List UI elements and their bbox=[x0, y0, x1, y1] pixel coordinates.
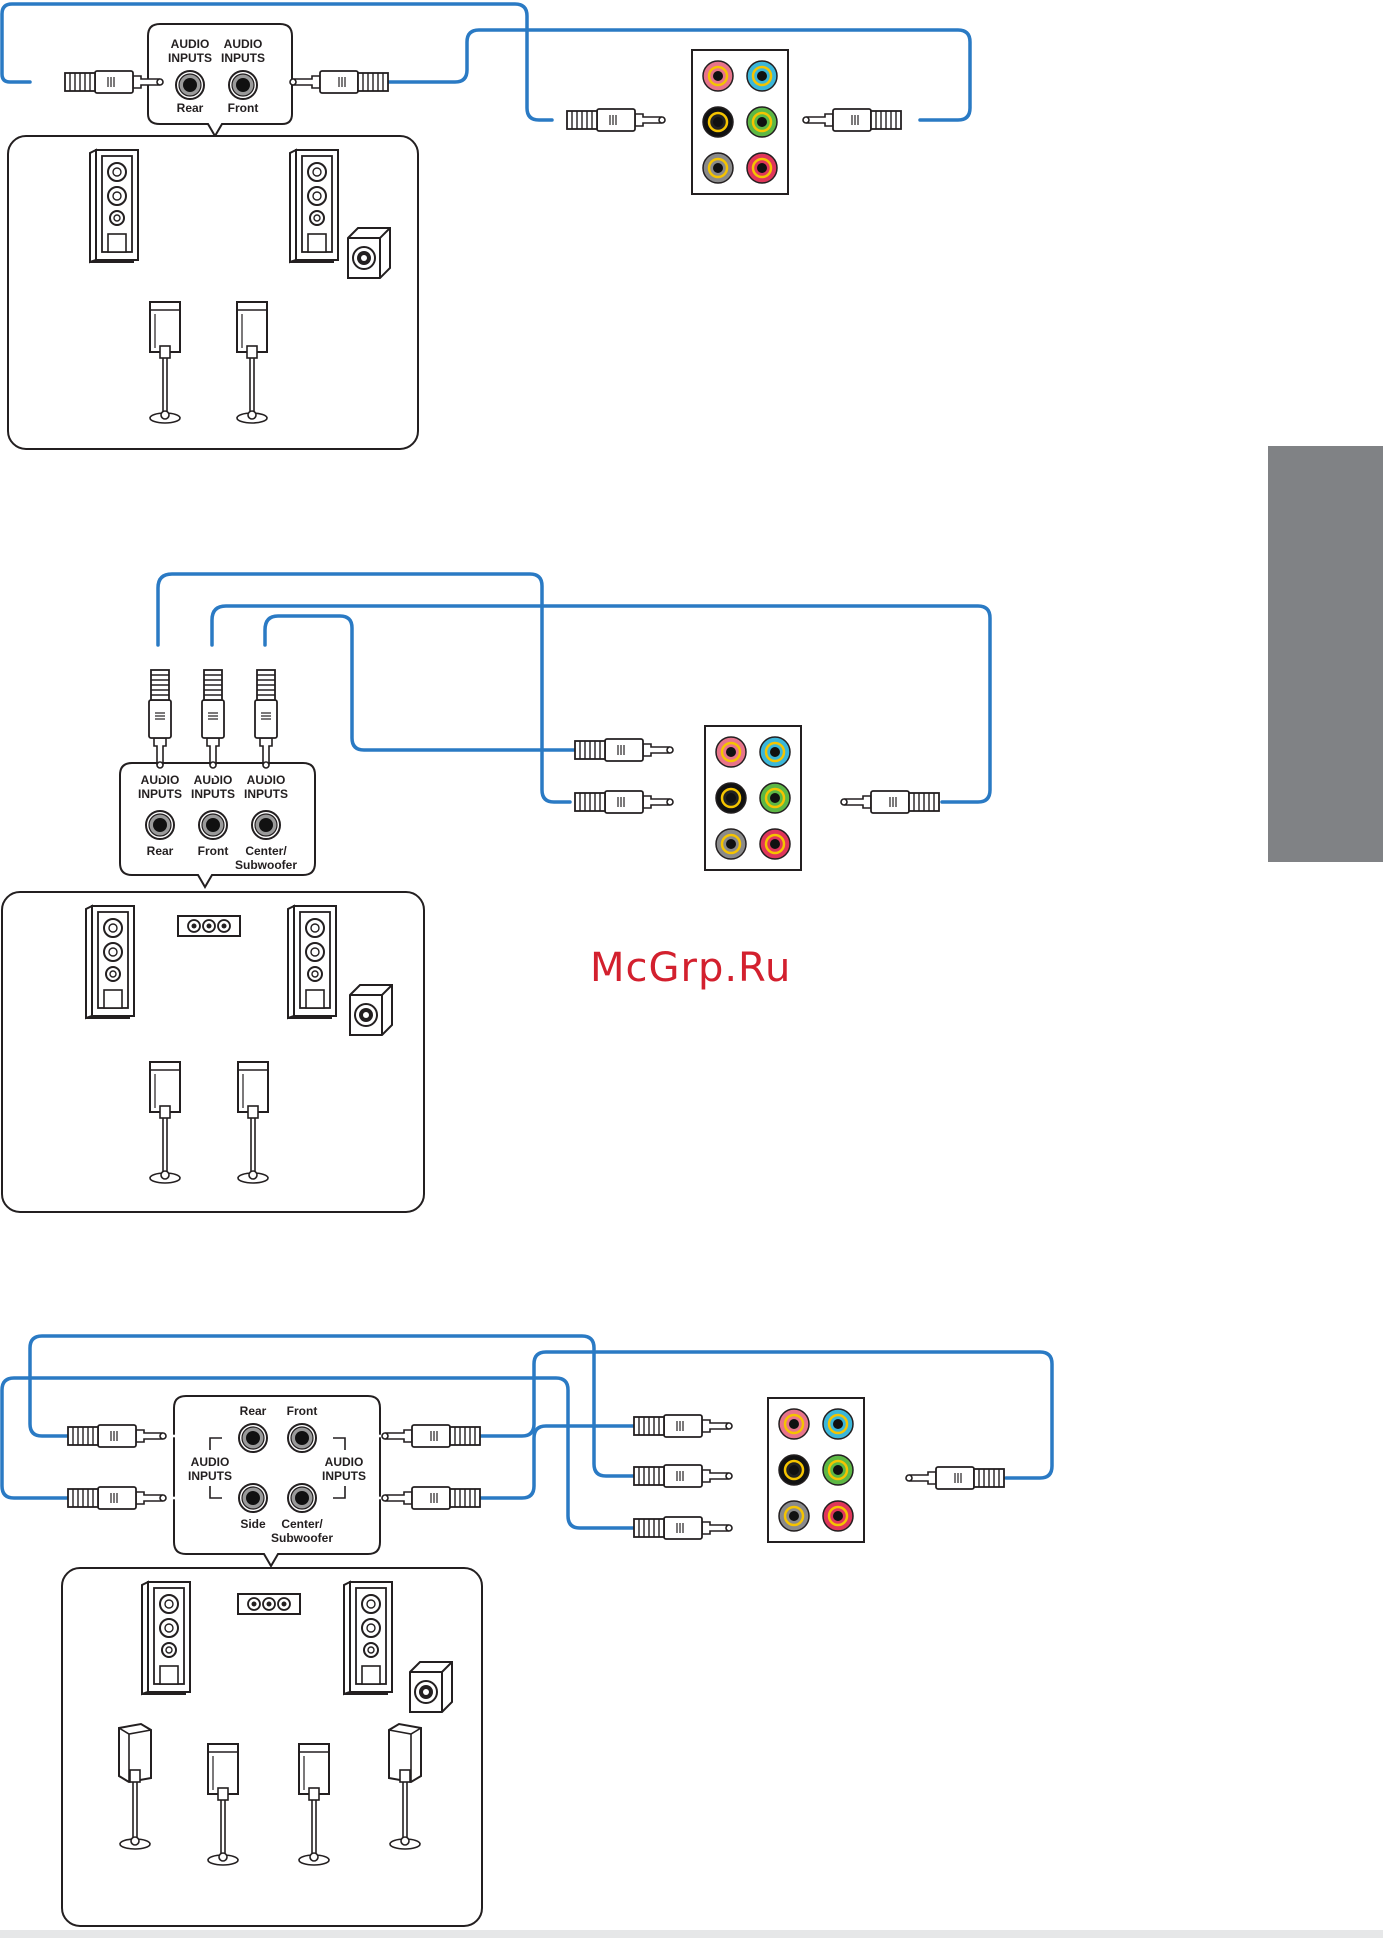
audio-jack-icon bbox=[703, 153, 733, 183]
center-speaker-icon bbox=[238, 1594, 300, 1614]
audio-jack-icon bbox=[779, 1409, 809, 1439]
jack-label-side: Side bbox=[240, 1517, 266, 1531]
audio-jack-icon bbox=[747, 61, 777, 91]
audio-plug-icon bbox=[567, 109, 675, 131]
jack-label-front: Front bbox=[198, 844, 229, 858]
audio-plug-icon bbox=[255, 670, 277, 778]
audio-plug-icon bbox=[575, 739, 683, 761]
audio-jack-icon bbox=[760, 783, 790, 813]
speaker-tower-icon bbox=[290, 150, 338, 262]
speaker-tower-icon bbox=[288, 906, 336, 1018]
cable bbox=[387, 30, 970, 120]
rear-io-panel bbox=[768, 1398, 864, 1542]
speaker-tower-icon bbox=[86, 906, 134, 1018]
audio-plug-icon bbox=[372, 1425, 480, 1447]
speaker-tower-icon bbox=[90, 150, 138, 262]
audio-plug-icon bbox=[280, 71, 388, 93]
subwoofer-icon bbox=[348, 228, 390, 278]
audio-plug-icon bbox=[68, 1487, 176, 1509]
audio-plug-icon bbox=[149, 670, 171, 778]
audio-plug-icon bbox=[575, 791, 683, 813]
audio-jack-icon bbox=[779, 1501, 809, 1531]
front-audio-panel bbox=[148, 24, 292, 136]
cable bbox=[480, 1352, 1052, 1478]
speaker-area bbox=[2, 892, 424, 1212]
audio-jack-icon bbox=[716, 783, 746, 813]
audio-jack-icon bbox=[823, 1455, 853, 1485]
audio-jack-icon bbox=[747, 153, 777, 183]
audio-jack-icon bbox=[176, 71, 204, 99]
audio-jack-icon bbox=[252, 811, 280, 839]
speaker-tower-icon bbox=[142, 1582, 190, 1694]
audio-jack-icon bbox=[229, 71, 257, 99]
audio-plug-icon bbox=[634, 1415, 742, 1437]
audio-plug-icon bbox=[372, 1487, 480, 1509]
audio-plug-icon bbox=[831, 791, 939, 813]
audio-jack-icon bbox=[239, 1424, 267, 1452]
audio-plug-icon bbox=[202, 670, 224, 778]
audio-plug-icon bbox=[634, 1465, 742, 1487]
audio-jack-icon bbox=[288, 1484, 316, 1512]
jack-label-rear: Rear bbox=[177, 101, 204, 115]
center-speaker-icon bbox=[178, 916, 240, 936]
audio-jack-icon bbox=[716, 829, 746, 859]
subwoofer-icon bbox=[410, 1662, 452, 1712]
audio-plug-icon bbox=[634, 1517, 742, 1539]
audio-jack-icon bbox=[199, 811, 227, 839]
audio-jack-icon bbox=[146, 811, 174, 839]
audio-jack-icon bbox=[239, 1484, 267, 1512]
speaker-area bbox=[8, 136, 418, 449]
rear-io-panel bbox=[705, 726, 801, 870]
jack-label-front: Front bbox=[287, 1404, 318, 1418]
audio-jack-icon bbox=[823, 1409, 853, 1439]
speaker-tower-icon bbox=[344, 1582, 392, 1694]
footer-bar bbox=[0, 1930, 1383, 1938]
cable bbox=[212, 606, 990, 802]
audio-jack-icon bbox=[288, 1424, 316, 1452]
audio-jack-icon bbox=[703, 107, 733, 137]
audio-plug-icon bbox=[896, 1467, 1004, 1489]
audio-plug-icon bbox=[793, 109, 901, 131]
audio-jack-icon bbox=[779, 1455, 809, 1485]
audio-jack-icon bbox=[823, 1501, 853, 1531]
audio-plug-icon bbox=[68, 1425, 176, 1447]
jack-label-front: Front bbox=[228, 101, 259, 115]
audio-jack-icon bbox=[760, 737, 790, 767]
audio-jack-icon bbox=[760, 829, 790, 859]
rear-io-panel bbox=[692, 50, 788, 194]
audio-jack-icon bbox=[716, 737, 746, 767]
audio-jack-icon bbox=[747, 107, 777, 137]
cable bbox=[265, 616, 575, 750]
jack-label-rear: Rear bbox=[240, 1404, 267, 1418]
jack-label-rear: Rear bbox=[147, 844, 174, 858]
chapter-side-tab bbox=[1268, 446, 1383, 862]
watermark: McGrp.Ru bbox=[590, 945, 810, 991]
subwoofer-icon bbox=[350, 985, 392, 1035]
audio-jack-icon bbox=[703, 61, 733, 91]
